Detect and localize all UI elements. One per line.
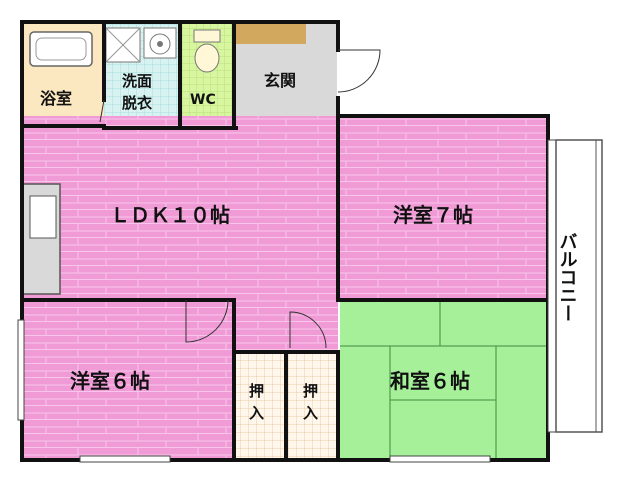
entrance-label: 玄関 [264,71,296,90]
bath-label: 浴室 [40,89,72,108]
door-swings [99,49,381,349]
western7-label: 洋室７帖 [393,203,473,227]
balcony-outline [555,139,603,433]
balcony-label: バルコニー [557,232,578,322]
wc-label: WC [190,92,216,108]
closet2-floor [286,352,338,458]
ldk-floor [24,116,338,300]
japanese6-label: 和室６帖 [390,369,470,393]
closet2-label-1: 押 [303,382,318,400]
western6-label: 洋室６帖 [70,369,150,393]
closet2-label-2: 入 [303,404,318,422]
sink-icon [29,195,57,239]
windows [17,139,557,463]
closet1-label-2: 入 [249,404,264,422]
closet1-floor [234,352,284,458]
ldk-lower-floor [234,300,338,352]
bathtub-icon [29,31,93,67]
entrance-step [236,24,306,44]
western6-floor [24,300,234,458]
washroom-label-2: 脱衣 [122,94,152,112]
japanese6-floor [340,300,548,458]
western7-floor [338,116,548,300]
ldk-label: ＬＤＫ１０帖 [110,203,230,227]
tatami-lines [340,300,548,458]
closet1-label-1: 押 [249,382,264,400]
washroom-label-1: 洗面 [122,72,152,90]
toilet-icon [193,29,221,73]
